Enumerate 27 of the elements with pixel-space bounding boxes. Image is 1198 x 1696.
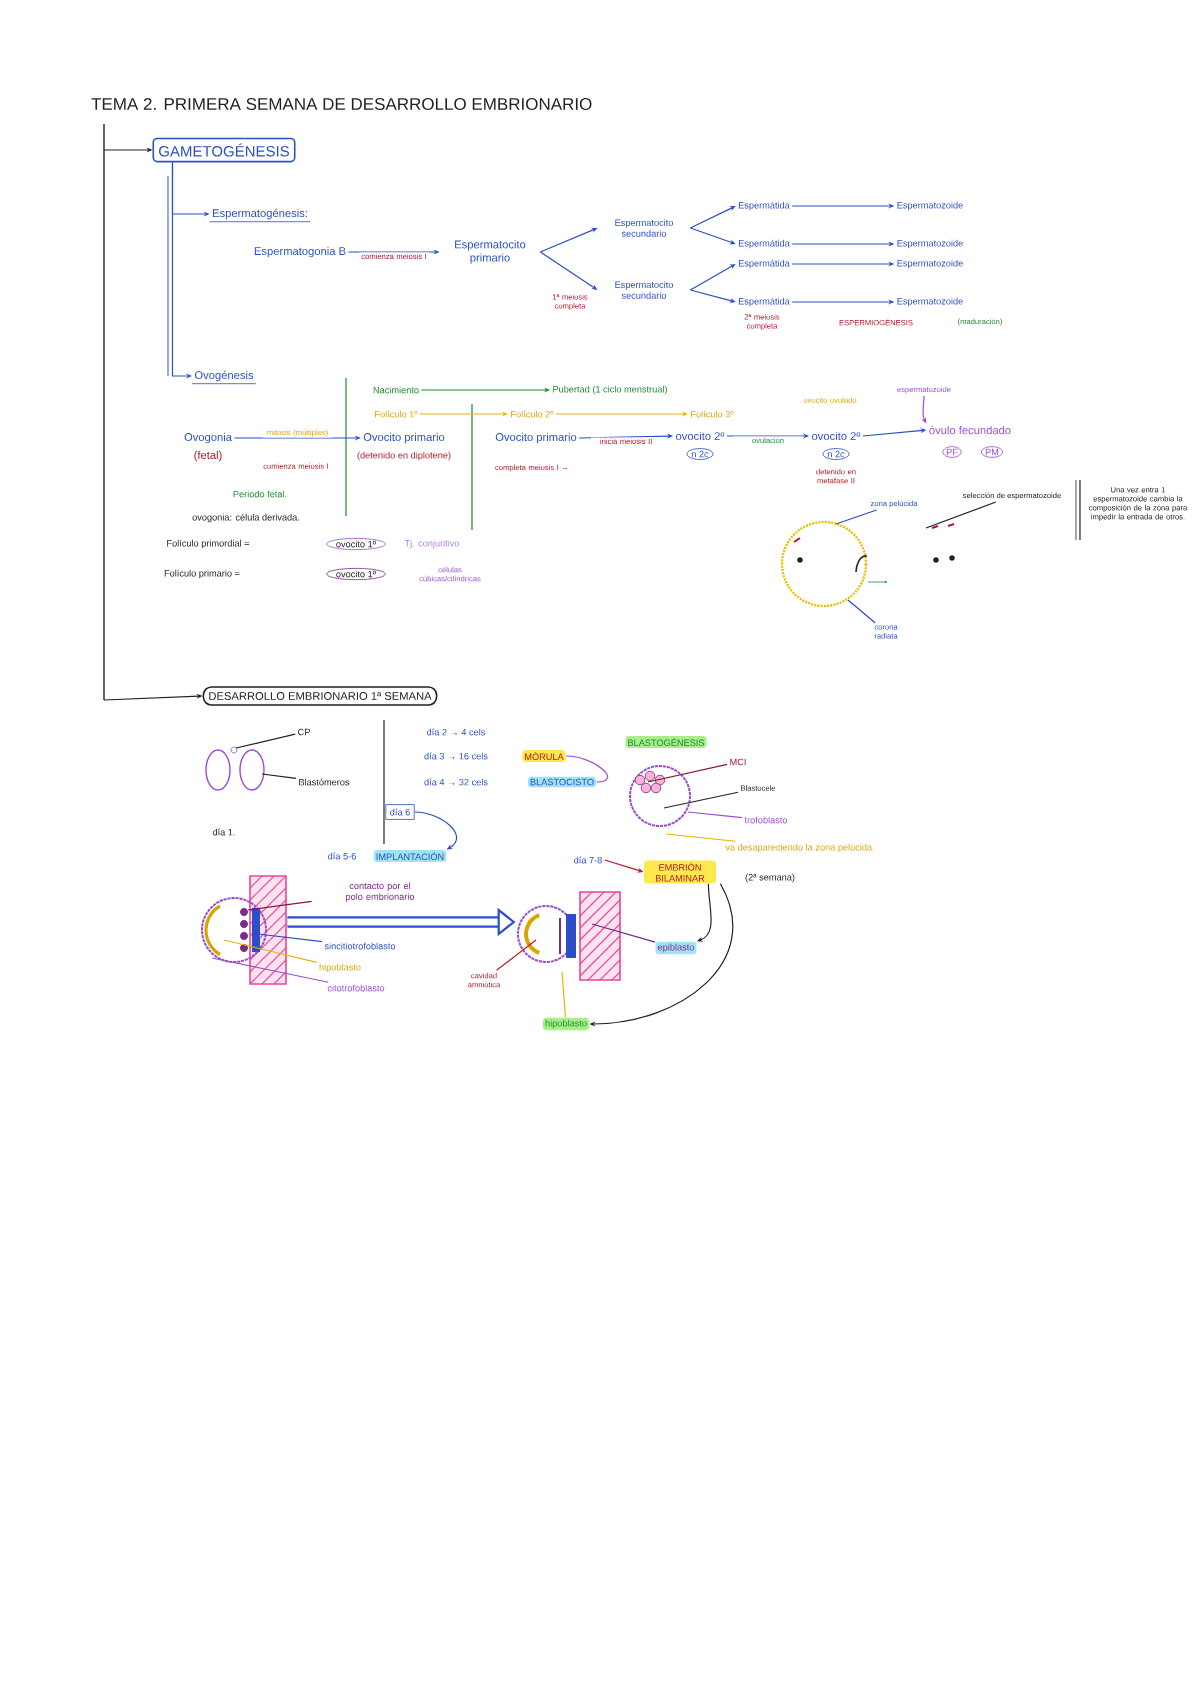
arrow xyxy=(414,811,458,850)
leader-line xyxy=(223,939,318,963)
implantation-drawing xyxy=(517,891,621,981)
arrow xyxy=(689,227,736,245)
arrow xyxy=(689,206,736,229)
leader-line xyxy=(496,939,537,971)
leader-line xyxy=(925,501,997,529)
leader-line xyxy=(211,957,329,983)
blastocyst-drawing xyxy=(629,765,691,827)
leader-line xyxy=(663,791,739,809)
leader-line xyxy=(665,833,737,842)
connector-line xyxy=(565,755,609,783)
title: TEMA 2. PRIMERA SEMANA DE DESARROLLO EMBRIONARIO xyxy=(91,98,592,111)
leader-line xyxy=(647,763,728,783)
leader-line xyxy=(687,811,743,819)
oocyte-drawing xyxy=(780,520,955,608)
leader-line xyxy=(247,900,313,911)
leader-line xyxy=(847,599,876,624)
leader-line xyxy=(591,923,656,943)
leader-line xyxy=(257,933,323,943)
leader-line xyxy=(835,509,878,525)
leader-line xyxy=(561,971,567,1018)
implantation-drawing xyxy=(201,875,287,985)
leader-line xyxy=(235,733,296,749)
arrow xyxy=(689,264,736,291)
cells-drawing xyxy=(205,746,265,791)
leader-line xyxy=(261,773,297,779)
